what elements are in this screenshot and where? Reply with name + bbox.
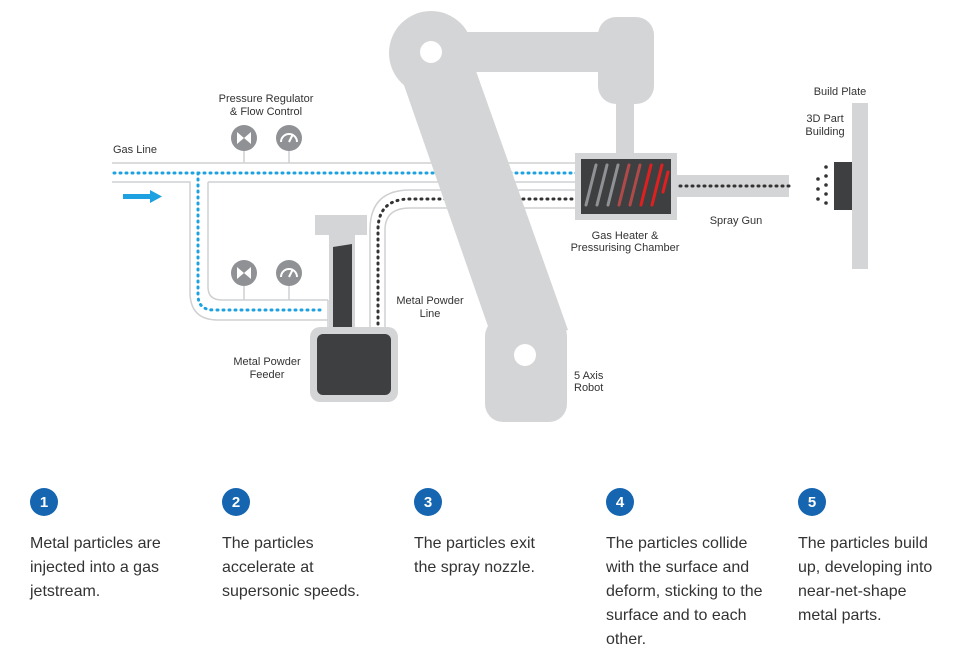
flow-arrow-icon — [123, 190, 162, 203]
step-description: The particles build up, developing into … — [798, 535, 933, 624]
step-1: 1 Metal particles are injected into a ga… — [30, 488, 208, 604]
label-pressure-regulator: & Flow Control — [230, 106, 302, 118]
step-2: 2 The particles accelerate at supersonic… — [222, 488, 400, 604]
label-gas-heater: Gas Heater & — [592, 230, 659, 242]
robot-joint — [514, 344, 536, 366]
valve-icon — [231, 125, 257, 151]
label-5-axis-robot: 5 Axis — [574, 370, 604, 382]
label-metal-powder-line: Metal Powder — [396, 295, 464, 307]
label-metal-powder-feeder: Feeder — [250, 369, 285, 381]
gauge-icon — [276, 260, 302, 286]
step-description: The particles exit the spray nozzle. — [414, 535, 535, 576]
3d-part — [834, 162, 852, 210]
label-3d-part-building: Building — [805, 126, 844, 138]
step-number-badge: 3 — [414, 488, 442, 516]
label-metal-powder-line: Line — [420, 308, 441, 320]
process-steps: 1 Metal particles are injected into a ga… — [0, 488, 966, 648]
gauge-icon — [276, 125, 302, 151]
step-description: Metal particles are injected into a gas … — [30, 535, 161, 600]
label-gas-line: Gas Line — [113, 144, 157, 156]
cold-spray-diagram: Gas Line Pressure Regulator & Flow Contr… — [112, 11, 868, 422]
step-number-badge: 5 — [798, 488, 826, 516]
label-3d-part-building: 3D Part — [806, 113, 843, 125]
step-description: The particles collide with the surface a… — [606, 535, 763, 648]
label-metal-powder-feeder: Metal Powder — [233, 356, 301, 368]
step-number-badge: 1 — [30, 488, 58, 516]
gas-heater-chamber — [575, 153, 677, 220]
label-pressure-regulator: Pressure Regulator — [219, 93, 314, 105]
label-build-plate: Build Plate — [814, 86, 867, 98]
build-plate — [852, 103, 868, 269]
step-number-badge: 4 — [606, 488, 634, 516]
label-gas-heater: Pressurising Chamber — [571, 242, 680, 254]
label-5-axis-robot: Robot — [574, 382, 603, 394]
step-5: 5 The particles build up, developing int… — [798, 488, 966, 628]
valve-icon — [231, 260, 257, 286]
robot-joint — [420, 41, 442, 63]
step-description: The particles accelerate at supersonic s… — [222, 535, 360, 600]
robot-arm — [389, 11, 654, 422]
metal-powder-feeder — [310, 215, 398, 402]
label-spray-gun: Spray Gun — [710, 215, 763, 227]
spray-particles — [816, 165, 828, 205]
step-4: 4 The particles collide with the surface… — [606, 488, 784, 652]
step-3: 3 The particles exit the spray nozzle. — [414, 488, 592, 580]
step-number-badge: 2 — [222, 488, 250, 516]
